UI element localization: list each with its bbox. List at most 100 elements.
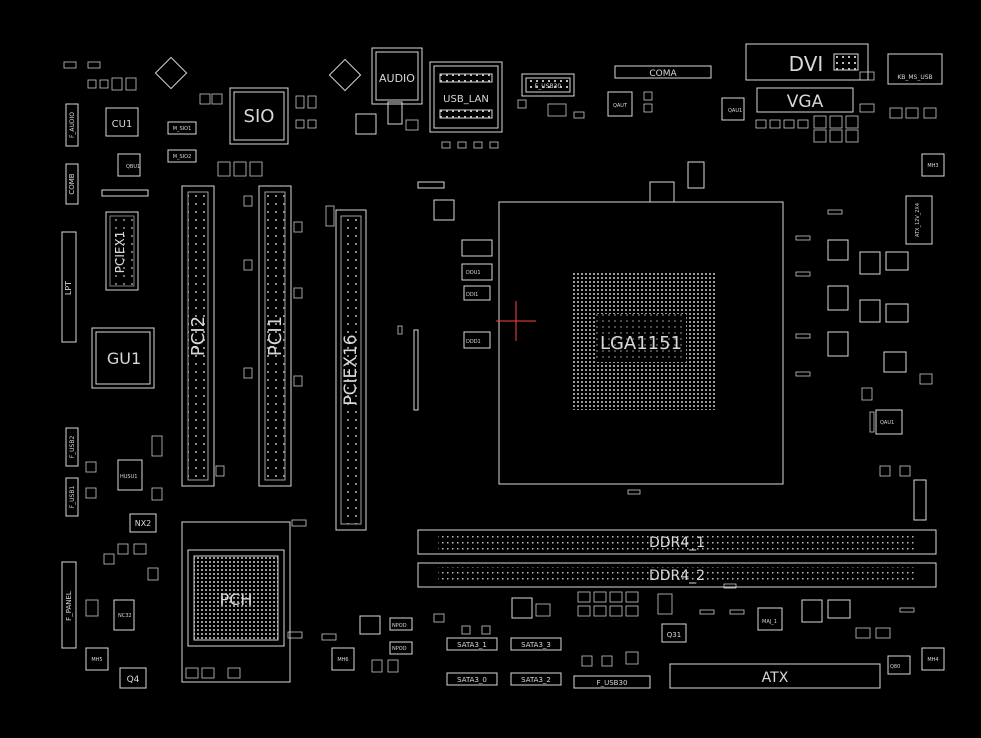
mh3-hole xyxy=(921,153,945,177)
f-usb30-bottom-header: F_USB30 xyxy=(573,675,651,689)
gu1-label: GU1 xyxy=(107,349,141,368)
bottom-ic-4 xyxy=(827,599,851,619)
svg-text:NPOD: NPOD xyxy=(392,646,407,652)
gu1-chip: GU1 xyxy=(91,327,155,389)
pci2-slot: PCI2 xyxy=(181,185,215,487)
cu1-label: CU1 xyxy=(112,119,133,130)
vrm-mosfet-5 xyxy=(883,351,907,373)
coma-label: COMA xyxy=(649,69,677,79)
rotated-ic-left xyxy=(154,56,188,90)
f-usb30-top-header: F_USB30 xyxy=(521,73,575,97)
misc-ic-2 xyxy=(687,161,705,189)
lga1151-label: LGA1151 xyxy=(600,333,682,354)
vrm-mosfet-1 xyxy=(859,251,881,275)
q-ic xyxy=(887,655,911,675)
f-panel-label: F_PANEL xyxy=(65,591,73,621)
f-audio-header: F_AUDIO xyxy=(65,103,79,147)
kb-ms-usb-connector: KB_MS_USB xyxy=(887,53,943,85)
ddr4-1-label: DDR4_1 xyxy=(649,535,705,551)
kb-ms-usb-label: KB_MS_USB xyxy=(897,74,932,81)
f-audio-label: F_AUDIO xyxy=(69,112,76,138)
q4-chip: Q4 xyxy=(119,667,147,689)
sio-label: SIO xyxy=(244,106,275,127)
misc-ic-12 xyxy=(101,189,149,197)
usb-lan-label: USB_LAN xyxy=(443,94,489,105)
m-sio1-box xyxy=(167,121,197,135)
pciex16-slot: PCIEX16 xyxy=(335,209,367,531)
f-usb2-header: F_USB2 xyxy=(65,427,79,467)
rotated-ic-right xyxy=(328,58,362,92)
npoc-box-1 xyxy=(389,617,413,631)
svg-text:NPOD: NPOD xyxy=(392,623,407,629)
qaut-label: QAUT xyxy=(613,103,628,109)
crosshair-marker xyxy=(496,301,536,341)
misc-ic-3 xyxy=(417,181,445,189)
comb-header: COMB xyxy=(65,163,79,205)
misc-ic-4 xyxy=(433,199,455,221)
misc-ic-9 xyxy=(355,113,377,135)
pciex1-slot: PCIEX1 xyxy=(105,211,139,291)
mh5-label: MH5 xyxy=(91,657,102,663)
sata3-2-port: SATA3_2 xyxy=(510,672,562,686)
mh4-label: MH4 xyxy=(927,657,938,663)
misc-ic-7 xyxy=(463,285,491,301)
mh4-hole xyxy=(921,647,945,671)
mh6-hole xyxy=(331,647,355,671)
m-sio1-label: M_SIO1 xyxy=(173,126,192,132)
vrm-mosfet-2 xyxy=(885,251,909,271)
panel-ic xyxy=(113,599,135,631)
mh3-label: MH3 xyxy=(927,163,938,169)
pci1-slot: PCI1 xyxy=(258,185,292,487)
pch-label: PCH xyxy=(220,590,253,609)
cu1-chip: CU1 xyxy=(105,107,139,137)
atx-power-connector: ATX xyxy=(669,663,881,689)
m-sio2-box xyxy=(167,149,197,163)
m-sio2-label: M_SIO2 xyxy=(173,154,192,160)
svg-text:DDD1: DDD1 xyxy=(466,339,481,345)
dvi-connector: DVI xyxy=(745,43,869,81)
dvi-label: DVI xyxy=(789,52,824,76)
svg-text:Q80: Q80 xyxy=(890,664,900,670)
f-usb1-label: F_USB1 xyxy=(69,486,76,509)
misc-ic-10 xyxy=(387,101,403,125)
pciex16-label: PCIEX16 xyxy=(341,334,361,405)
sio-chip: SIO xyxy=(229,87,289,145)
nx2-label: NX2 xyxy=(135,519,152,528)
sata3-2-label: SATA3_2 xyxy=(521,676,551,684)
svg-text:HUSU1: HUSU1 xyxy=(120,474,137,480)
atx-12v-header: ATX_12V_2X4 xyxy=(905,195,933,245)
f-usb30-top-label: F_USB30 xyxy=(535,83,562,90)
vrm-controller xyxy=(875,409,903,435)
usb-ic xyxy=(117,459,143,491)
pciex1-label: PCIEX1 xyxy=(113,231,127,274)
small-part-labels: QBU1 DDU1 DDI1 DDD1 QAU1 MAJ_1 QAU1 HUSU… xyxy=(118,108,900,670)
q31-chip: Q31 xyxy=(661,623,687,643)
vga-area-ic xyxy=(721,97,745,121)
svg-text:QAU1: QAU1 xyxy=(728,108,742,114)
pch-chip: PCH xyxy=(181,521,291,683)
pci1-label: PCI1 xyxy=(265,316,286,356)
lga1151-socket: LGA1151 xyxy=(498,201,784,485)
f-usb1-header: F_USB1 xyxy=(65,477,79,517)
ddr4-1-slot: DDR4_1 xyxy=(417,529,937,555)
svg-text:MAJ_1: MAJ_1 xyxy=(762,619,777,625)
passive-components xyxy=(63,61,937,679)
sata3-0-label: SATA3_0 xyxy=(457,676,487,684)
pci2-label: PCI2 xyxy=(188,316,209,356)
sata3-1-label: SATA3_1 xyxy=(457,641,487,649)
comb-label: COMB xyxy=(68,173,76,194)
vga-connector: VGA xyxy=(756,87,854,113)
small-ic xyxy=(117,153,141,177)
sata3-1-port: SATA3_1 xyxy=(446,637,498,651)
vrm-choke-3 xyxy=(827,331,849,357)
vrm-choke-2 xyxy=(827,285,849,311)
f-usb30-bottom-label: F_USB30 xyxy=(597,679,628,687)
sata3-3-port: SATA3_3 xyxy=(510,637,562,651)
misc-strip xyxy=(413,329,419,411)
sata3-3-label: SATA3_3 xyxy=(521,641,551,649)
bottom-ic-3 xyxy=(801,599,823,623)
bottom-ic-1 xyxy=(511,597,533,619)
svg-text:DDU1: DDU1 xyxy=(466,270,481,276)
mh5-hole xyxy=(85,647,109,671)
